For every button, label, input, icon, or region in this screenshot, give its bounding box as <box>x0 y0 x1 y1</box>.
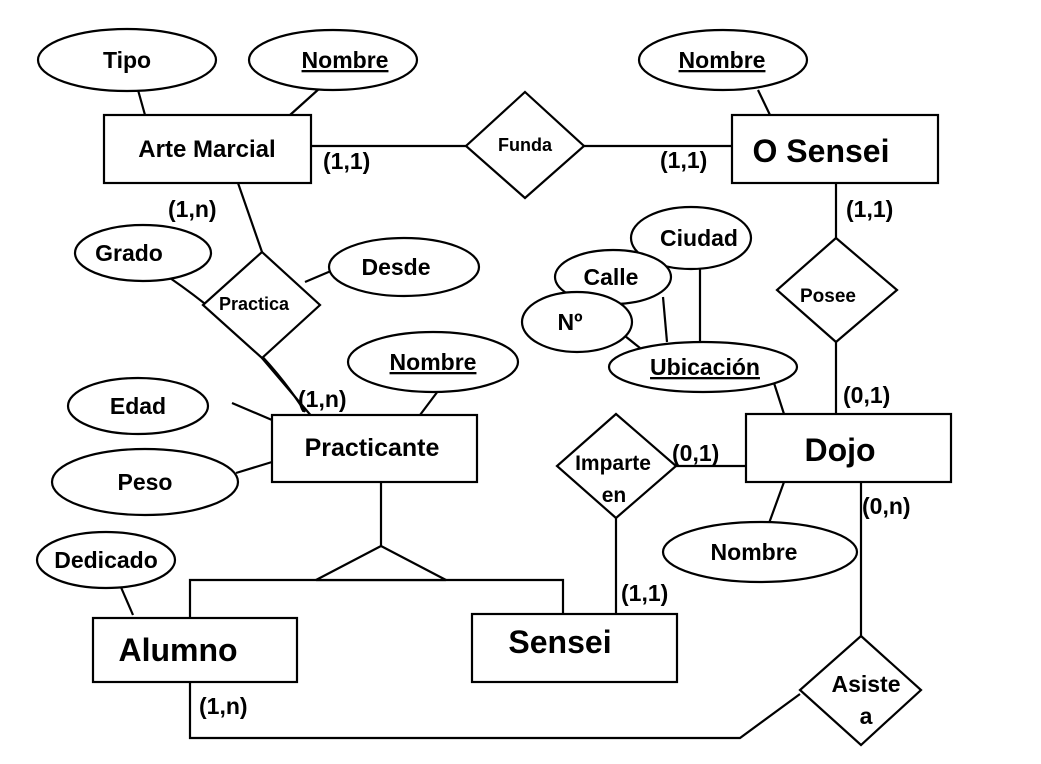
relationship-funda-label: Funda <box>498 135 553 155</box>
entity-alumno: Alumno <box>91 616 299 684</box>
relationship-imparte-en: Imparte en <box>555 412 678 520</box>
link-numero-ubicacion <box>624 335 641 349</box>
relationship-asiste-label-line2: a <box>860 703 873 729</box>
entity-o-sensei: O Sensei <box>730 113 940 185</box>
attribute-tipo-label: Tipo <box>103 47 151 73</box>
cardinality-alumno-asiste: (1,n) <box>199 693 248 719</box>
link-ubicacion-dojo <box>772 382 786 415</box>
relationship-asiste-label-line1: Asiste <box>831 671 900 697</box>
relationship-practica-label: Practica <box>219 294 290 314</box>
cardinality-arte-funda: (1,1) <box>323 148 370 174</box>
link-edad-practicante <box>231 401 273 422</box>
attribute-peso-label: Peso <box>118 469 173 495</box>
attribute-nombre-practicante: Nombre <box>346 330 520 394</box>
attribute-desde: Desde <box>327 236 481 298</box>
cardinality-dojo-imparte: (0,1) <box>672 440 719 466</box>
link-peso-practicante <box>235 460 273 475</box>
cardinality-dojo-asiste: (0,n) <box>862 493 911 519</box>
entity-arte-marcial: Arte Marcial <box>102 113 313 185</box>
attribute-calle-label: Calle <box>584 264 639 290</box>
attribute-grado: Grado <box>73 223 213 283</box>
attribute-ubicacion-label: Ubicación <box>650 354 760 380</box>
link-alumno-asiste <box>188 682 801 740</box>
relationship-posee: Posee <box>775 236 899 344</box>
attribute-edad: Edad <box>66 376 210 436</box>
cardinality-osensei-funda: (1,1) <box>660 147 707 173</box>
relationship-asiste-a: Asiste a <box>798 634 923 747</box>
entity-practicante-label: Practicante <box>305 434 440 462</box>
entity-alumno-label: Alumno <box>118 632 237 668</box>
attribute-ubicacion: Ubicación <box>607 340 799 394</box>
link-nombre-osensei <box>757 89 771 116</box>
link-calle-ubicacion <box>661 296 669 343</box>
cardinality-dojo-posee: (0,1) <box>843 382 890 408</box>
entity-sensei-label: Sensei <box>508 624 611 660</box>
link-arte-practica <box>236 182 264 253</box>
entity-dojo-label: Dojo <box>804 432 875 468</box>
cardinality-osensei-posee: (1,1) <box>846 196 893 222</box>
entity-sensei: Sensei <box>470 612 679 684</box>
attribute-dedicado: Dedicado <box>35 530 177 590</box>
attribute-ciudad: Ciudad <box>629 205 753 271</box>
cardinality-labels: (1,1) (1,1) (1,n) (1,1) (1,n) (0,1) (0,1… <box>168 147 911 719</box>
attribute-ciudad-label: Ciudad <box>660 225 738 251</box>
relationship-imparte-label-line1: Imparte <box>575 452 651 475</box>
isa-bar <box>188 578 565 618</box>
relationship-funda: Funda <box>464 90 586 200</box>
link-nombre-dojo <box>766 481 786 527</box>
link-practica-practicante <box>261 357 314 419</box>
attribute-nombre-dojo-label: Nombre <box>711 539 798 565</box>
attribute-dedicado-label: Dedicado <box>54 547 158 573</box>
link-tipo-arte <box>136 89 147 116</box>
relationship-imparte-label-line2: en <box>602 484 627 507</box>
attribute-numero: Nº <box>520 290 634 354</box>
cardinality-arte-practica: (1,n) <box>168 196 217 222</box>
attribute-nombre-osensei-label: Nombre <box>679 47 766 73</box>
isa-triangle <box>315 544 447 582</box>
link-dedicado-alumno <box>118 584 135 616</box>
attribute-nombre-osensei: Nombre <box>637 28 809 92</box>
entity-o-sensei-label: O Sensei <box>753 133 890 169</box>
entity-practicante: Practicante <box>270 413 479 484</box>
cardinality-practicante-practica: (1,n) <box>298 386 347 412</box>
cardinality-sensei-imparte: (1,1) <box>621 580 668 606</box>
entity-arte-marcial-label: Arte Marcial <box>138 136 275 163</box>
relationship-posee-label: Posee <box>800 286 856 307</box>
attribute-desde-label: Desde <box>361 254 430 280</box>
attribute-calle: Calle <box>553 248 673 306</box>
attribute-nombre-dojo: Nombre <box>661 520 859 584</box>
attribute-grado-label: Grado <box>95 240 163 266</box>
link-nombre-arte <box>289 87 321 116</box>
attribute-peso: Peso <box>50 447 240 517</box>
attribute-nombre-arte: Nombre <box>247 28 419 92</box>
entity-dojo: Dojo <box>744 412 953 484</box>
attribute-tipo: Tipo <box>36 27 218 93</box>
attribute-nombre-arte-label: Nombre <box>302 47 389 73</box>
link-nombre-practicante <box>419 390 439 416</box>
attribute-numero-label: Nº <box>557 309 582 335</box>
attribute-nombre-practicante-label: Nombre <box>390 349 477 375</box>
attribute-edad-label: Edad <box>110 393 166 419</box>
relationship-practica: Practica <box>201 250 322 360</box>
